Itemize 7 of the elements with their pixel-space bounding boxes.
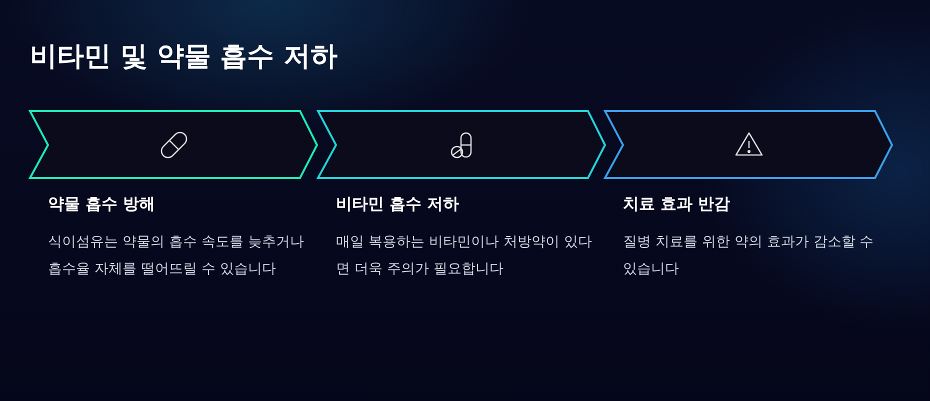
- step-heading: 약물 흡수 방해: [48, 194, 156, 215]
- step-description: 식이섬유는 약물의 흡수 속도를 늦추거나 흡수율 자체를 떨어뜨릴 수 있습니다: [48, 233, 305, 279]
- step-heading: 비타민 흡수 저하: [336, 194, 460, 215]
- step-description: 매일 복용하는 비타민이나 처방약이 있다면 더욱 주의가 필요합니다: [336, 233, 593, 279]
- step-heading: 치료 효과 반감: [623, 194, 730, 215]
- step-description: 질병 치료를 위한 약의 효과가 감소할 수 있습니다: [623, 233, 875, 279]
- title: 비타민 및 약물 흡수 저하: [30, 40, 338, 74]
